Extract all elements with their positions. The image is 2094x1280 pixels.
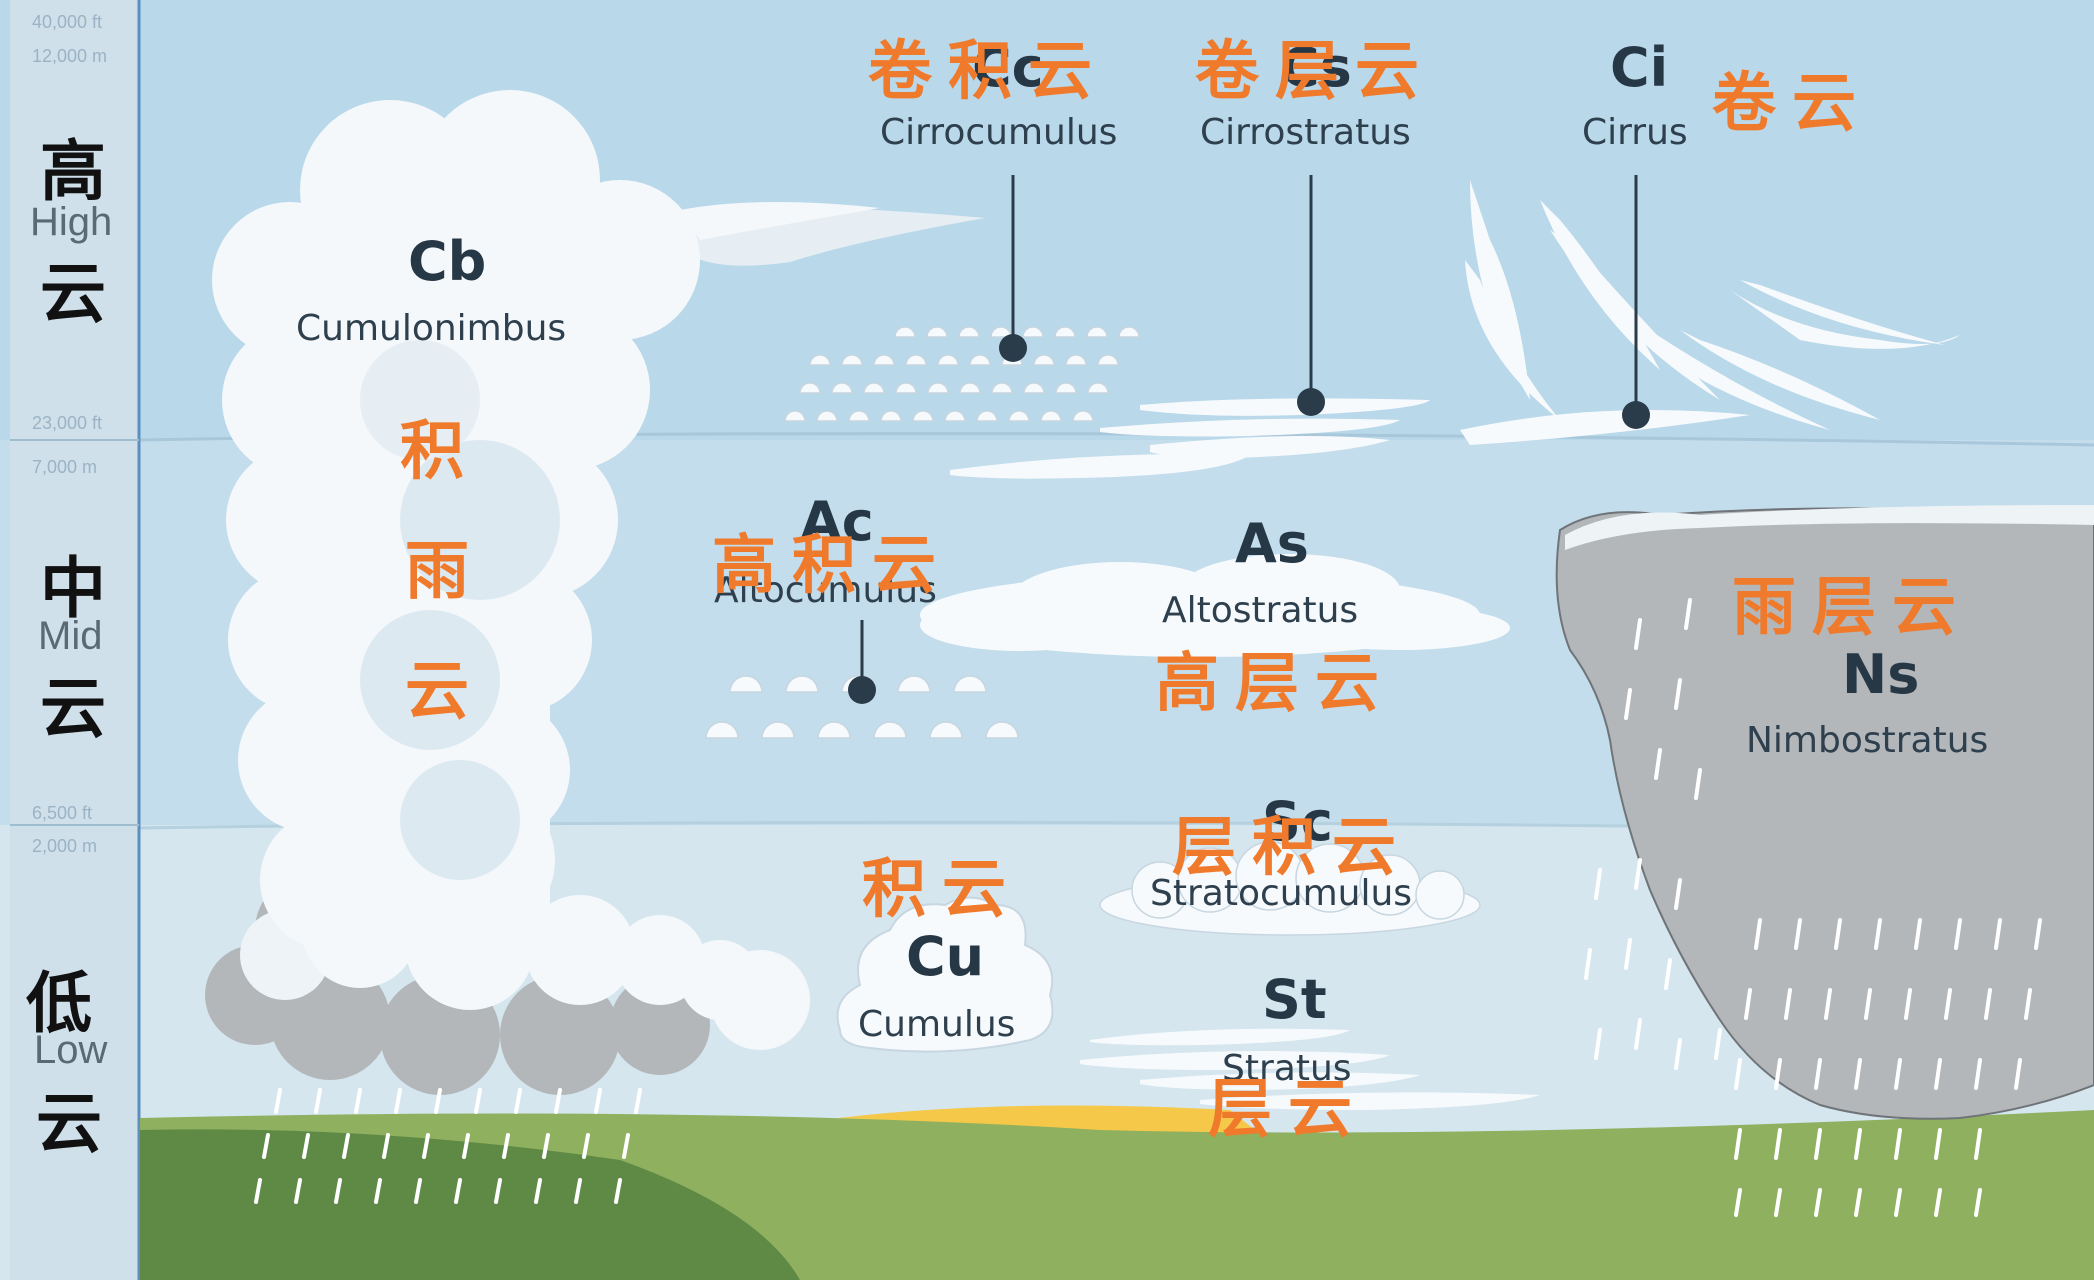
altitude-label-7000m: 7,000 m	[32, 457, 98, 477]
altocumulus-abbr: Ac	[800, 490, 874, 553]
zone-high-cn-bottom: 云	[40, 254, 106, 332]
cumulonimbus-name: Cumulonimbus	[296, 308, 567, 349]
cumulonimbus-cn-2: 雨	[405, 534, 469, 609]
stratus-cn: 层云	[1208, 1072, 1368, 1147]
cirrostratus-shape	[950, 398, 1430, 479]
stratus-name: Stratus	[1222, 1048, 1352, 1089]
leader-dots	[848, 334, 1650, 704]
altitude-label-40000ft: 40,000 ft	[32, 12, 103, 32]
cirrocumulus-name: Cirrocumulus	[880, 112, 1118, 153]
stratus-shape	[1080, 1028, 1540, 1110]
cirrostratus-cn: 卷层云	[1195, 34, 1435, 109]
zone-high-cn-top: 高	[40, 132, 106, 210]
stratocumulus-shape	[1099, 841, 1481, 936]
cirrostratus-name: Cirrostratus	[1200, 112, 1411, 153]
altostratus-shape	[920, 554, 1510, 657]
altitude-label-23000ft: 23,000 ft	[32, 413, 103, 433]
zone-mid-en: Mid	[38, 614, 103, 658]
cumulus-shape	[836, 896, 1054, 1053]
cirrocumulus-shape	[784, 326, 1140, 422]
zone-low-cn-top: 低	[26, 964, 92, 1042]
cumulonimbus-abbr: Cb	[408, 230, 487, 293]
zone-mid-cn-bottom: 云	[40, 669, 106, 747]
nimbostratus-shape	[1555, 506, 2094, 1120]
altostratus-name: Altostratus	[1162, 590, 1359, 631]
cumulus-cn: 积云	[862, 852, 1022, 927]
altocumulus-cn: 高积云	[712, 528, 952, 603]
nimbostratus-rain	[1584, 598, 2042, 1217]
altitude-axis-panel	[10, 0, 138, 1280]
nimbostratus-abbr: Ns	[1842, 643, 1920, 706]
nimbostratus-cn: 雨层云	[1732, 570, 1972, 645]
cirrus-name: Cirrus	[1582, 112, 1688, 153]
stratocumulus-cn: 层积云	[1172, 810, 1412, 885]
altitude-label-12000m: 12,000 m	[32, 46, 108, 66]
cumulus-name: Cumulus	[858, 1004, 1016, 1045]
zone-mid-cn-top: 中	[40, 549, 106, 627]
stratocumulus-name: Stratocumulus	[1150, 873, 1413, 914]
cumulonimbus-cn-1: 积	[400, 414, 464, 489]
zone-low-cn-bottom: 云	[36, 1084, 102, 1162]
cumulonimbus-shape	[205, 90, 985, 1095]
dark-hill	[140, 1129, 800, 1280]
cumulonimbus-rain	[254, 1088, 642, 1204]
cumulus-abbr: Cu	[906, 925, 985, 988]
nimbostratus-name: Nimbostratus	[1746, 720, 1989, 761]
cirrus-shape	[1460, 180, 1960, 445]
zone-low-en: Low	[34, 1028, 108, 1072]
cirrus-abbr: Ci	[1610, 36, 1669, 99]
altocumulus-name: Altocumulus	[714, 570, 937, 611]
altostratus-cn: 高层云	[1155, 646, 1395, 721]
stratocumulus-abbr: Sc	[1262, 790, 1333, 853]
altitude-label-6500ft: 6,500 ft	[32, 803, 93, 823]
altitude-label-2000m: 2,000 m	[32, 836, 98, 856]
zone-high-en: High	[30, 200, 113, 244]
cirrus-cn: 卷云	[1712, 66, 1872, 141]
altostratus-abbr: As	[1235, 512, 1309, 575]
cirrocumulus-cn: 卷积云	[868, 34, 1108, 109]
cirrocumulus-abbr: Cc	[972, 36, 1044, 99]
cumulonimbus-cn-3: 云	[405, 654, 469, 729]
cirrostratus-abbr: Cs	[1280, 36, 1352, 99]
stratus-abbr: St	[1262, 968, 1327, 1031]
